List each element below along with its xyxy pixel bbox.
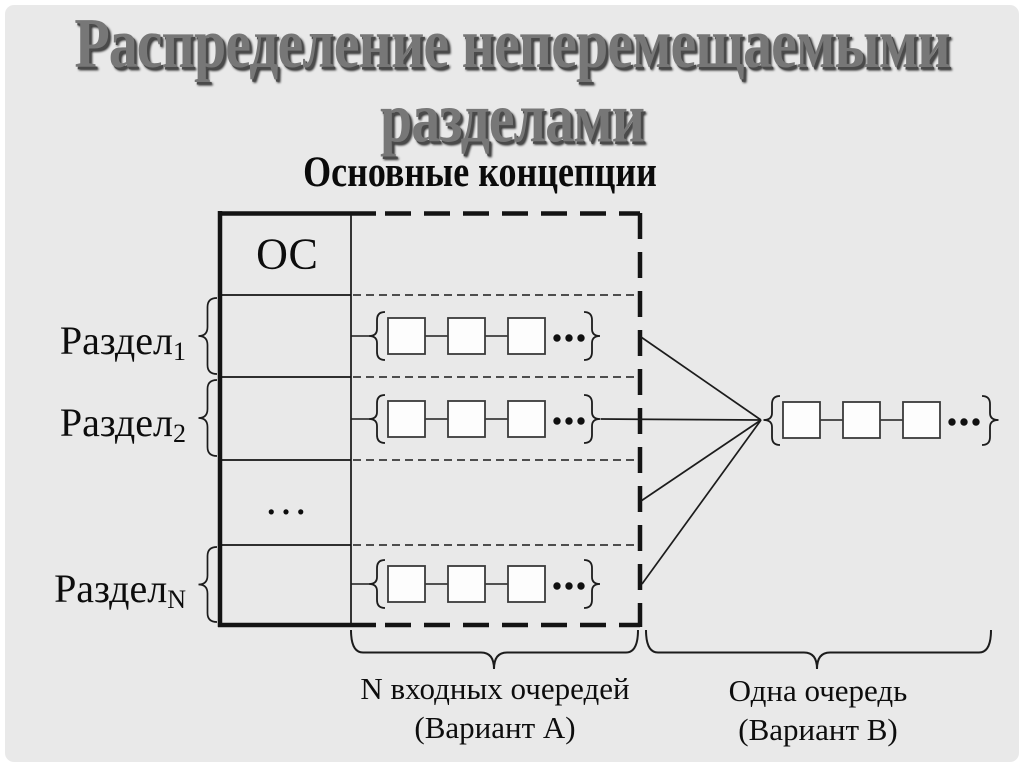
partition-n-brace — [198, 546, 218, 623]
queue-close-brace — [583, 559, 601, 609]
merge-line-row2 — [600, 418, 762, 421]
queue-open-brace — [763, 395, 781, 446]
variant-a-caption-line2: (Вариант А) — [414, 710, 575, 745]
memory-box — [217, 211, 376, 628]
queue-ellipsis-dots — [553, 417, 585, 425]
process-square — [387, 565, 426, 603]
slide-subtitle: Основные концепции — [303, 147, 657, 196]
variant-b-underbrace — [645, 629, 992, 670]
process-square — [447, 400, 486, 438]
partition-1-brace — [198, 297, 218, 375]
single-queue — [763, 395, 999, 446]
slide-title: Распределение неперемещаемыми разделами — [0, 6, 1024, 155]
queue-ellipsis-dots — [948, 418, 980, 426]
process-square — [902, 401, 941, 439]
process-square — [387, 317, 426, 355]
process-square — [507, 565, 546, 603]
queue-ellipsis-dots — [553, 582, 585, 590]
process-square — [507, 400, 546, 438]
process-square — [447, 565, 486, 603]
queue-close-brace — [583, 311, 601, 361]
merge-line-rown — [641, 419, 762, 585]
partition-2-brace — [198, 379, 218, 457]
queue-open-brace — [368, 559, 386, 609]
caption-variant-a: N входных очередей (Вариант А) — [350, 629, 639, 745]
partition-annotations: Раздел1 Раздел2 РазделN — [54, 297, 218, 623]
process-square — [782, 401, 821, 439]
queue-open-brace — [368, 394, 386, 444]
process-square — [387, 400, 426, 438]
variant-b-caption-line2: (Вариант В) — [738, 712, 898, 747]
input-queue-row-1 — [351, 311, 601, 361]
slide-background — [5, 5, 1019, 762]
process-square — [507, 317, 546, 355]
queue-row-separators — [353, 294, 637, 546]
queue-close-brace — [981, 395, 999, 446]
slide-title-line2: разделами — [379, 77, 645, 158]
partition-n-label: РазделN — [54, 566, 186, 614]
variant-b-caption-line1: Одна очередь — [729, 673, 908, 708]
slide-title-line1: Распределение неперемещаемыми — [74, 3, 950, 83]
input-queue-row-2 — [351, 394, 601, 444]
partition-1-label: Раздел1 — [60, 318, 186, 366]
process-square — [447, 317, 486, 355]
merge-line-ellipsis — [640, 419, 762, 502]
partition-2-label: Раздел2 — [60, 400, 186, 448]
input-queue-row-n — [351, 559, 601, 609]
merge-line-row1 — [640, 336, 762, 421]
os-cell-label: ОС — [256, 230, 318, 279]
queue-open-brace — [368, 311, 386, 361]
process-square — [842, 401, 881, 439]
merge-lines — [600, 336, 762, 585]
caption-variant-b: Одна очередь (Вариант В) — [645, 629, 992, 747]
queue-ellipsis-dots — [553, 334, 585, 342]
memory-ellipsis: … — [264, 475, 308, 524]
queue-close-brace — [583, 394, 601, 444]
variant-a-underbrace — [350, 629, 639, 670]
variant-a-caption-line1: N входных очередей — [360, 671, 629, 706]
